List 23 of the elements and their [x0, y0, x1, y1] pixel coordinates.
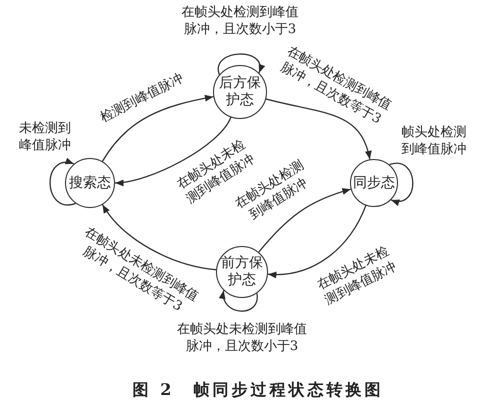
loop-arrow [220, 290, 258, 312]
edge-label: 在帧头处未检测到峰值脉冲，且次数等于3 [80, 224, 202, 317]
arrow [266, 98, 372, 160]
edge-label: 检测到峰值脉冲 [98, 70, 186, 126]
edge-label: 未检测到峰值脉冲 [18, 120, 72, 154]
edge-label: 在帧头处检测到峰值脉冲，且次数小于3 [180, 4, 300, 38]
edge-label: 在帧头处检测到峰值脉冲，且次数等于3 [277, 42, 395, 130]
state-circle: 搜索态 [65, 158, 115, 208]
arrow [102, 204, 216, 270]
state-circle: 后方保护态 [213, 65, 267, 119]
arrow [268, 205, 366, 278]
arrow [114, 117, 232, 186]
caption: 图 2 帧同步过程状态转换图 [132, 380, 384, 400]
edge-label: 在帧头处未检测到峰值脉冲，且次数小于3 [176, 321, 308, 355]
edge-label: 在帧头处未检测到峰值脉冲 [314, 243, 400, 310]
edge-label: 帧头处检测到峰值脉冲 [400, 124, 468, 158]
loop-arrow [50, 158, 76, 206]
loop-arrow [218, 53, 264, 75]
arrow [258, 188, 351, 252]
loop-arrow [389, 162, 414, 205]
arrow [102, 94, 214, 162]
state-circle: 前方保护态 [216, 246, 268, 298]
state-circle: 同步态 [350, 159, 398, 207]
